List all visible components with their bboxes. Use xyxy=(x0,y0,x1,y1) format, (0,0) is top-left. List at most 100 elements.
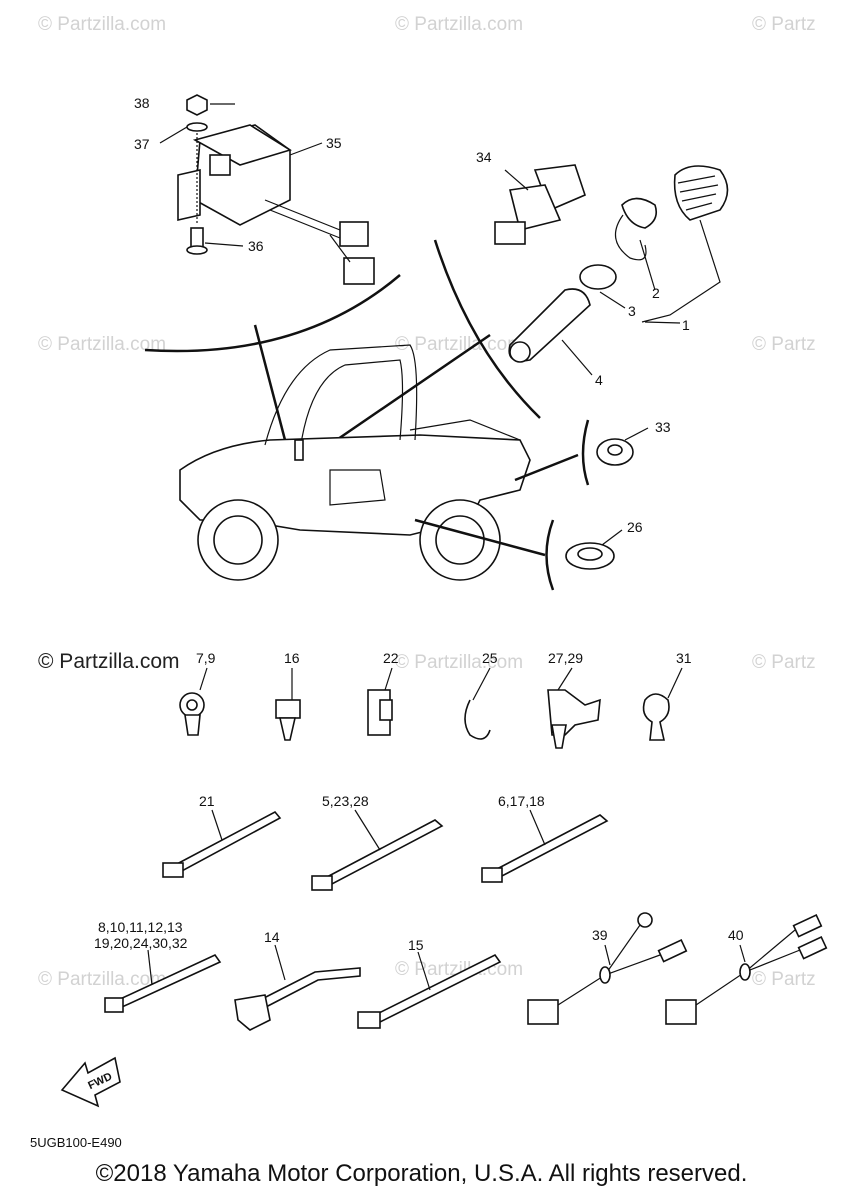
roll-cage xyxy=(264,344,418,446)
tie-part-21 xyxy=(173,810,282,874)
callout-33: 33 xyxy=(655,419,671,435)
harness-wire xyxy=(604,924,641,976)
watermark: © Partzilla.com xyxy=(38,969,166,990)
copyright-notice: ©2018 Yamaha Motor Corporation, U.S.A. A… xyxy=(95,1160,748,1187)
relay-wire xyxy=(329,234,351,263)
relay-assembly xyxy=(159,94,375,285)
relay-wire xyxy=(264,199,341,231)
callout-34: 34 xyxy=(476,149,492,165)
socket-threads xyxy=(677,175,719,211)
tie-head xyxy=(357,1011,381,1029)
callout-35: 35 xyxy=(326,135,342,151)
nut-part-38 xyxy=(186,94,208,116)
tie-part-5-23-28 xyxy=(323,819,444,887)
callout-22: 22 xyxy=(383,650,399,666)
front-hub xyxy=(213,515,263,565)
seat xyxy=(329,469,386,506)
leader-line xyxy=(529,809,546,846)
leader-line xyxy=(557,667,573,691)
pointer-line xyxy=(514,453,579,482)
clip-hole xyxy=(186,699,198,711)
leader-line xyxy=(211,809,223,841)
leader-line xyxy=(274,944,286,981)
callout-19-32: 19,20,24,30,32 xyxy=(94,935,188,951)
callout-38: 38 xyxy=(134,95,150,111)
diagram-code: 5UGB100-E490 xyxy=(30,1135,122,1150)
callout-bracket xyxy=(545,519,555,591)
tie-part-14 xyxy=(258,967,361,1010)
harness-band xyxy=(599,966,611,984)
roll-cage-inner xyxy=(299,359,404,451)
watermark: © Partzilla.com xyxy=(395,652,523,673)
tie-head xyxy=(481,867,503,883)
callout-40: 40 xyxy=(728,927,744,943)
leader-line xyxy=(639,239,656,291)
callout-39: 39 xyxy=(592,927,608,943)
leader-line xyxy=(417,951,431,991)
forward-arrow: FWD xyxy=(60,1056,121,1108)
terminal-sleeve xyxy=(657,939,688,963)
cap-part-2 xyxy=(621,197,658,229)
leader-line xyxy=(644,321,681,324)
sensor-connector xyxy=(494,221,526,245)
watermark: © Partzilla.com xyxy=(395,334,523,355)
harness-wire xyxy=(744,929,796,973)
callout-7-9: 7,9 xyxy=(196,650,216,666)
relay-connector xyxy=(339,221,369,247)
callout-21: 21 xyxy=(199,793,215,809)
clips-row xyxy=(179,667,683,749)
clip-tab xyxy=(379,699,393,721)
watermark: © Partzilla.com xyxy=(395,14,523,35)
tie-head xyxy=(311,875,333,891)
callout-36: 36 xyxy=(248,238,264,254)
relay-wire xyxy=(269,209,346,241)
ring-terminal xyxy=(637,912,653,928)
tie-head xyxy=(162,862,184,878)
watermark: © Partz xyxy=(752,969,816,990)
harness-connector xyxy=(665,999,697,1025)
bolt-part-36 xyxy=(190,227,204,249)
leader-line xyxy=(739,944,746,963)
callout-16: 16 xyxy=(284,650,300,666)
clip-stem xyxy=(184,714,201,736)
callout-bracket xyxy=(144,274,401,353)
callout-14: 14 xyxy=(264,929,280,945)
callout-bracket xyxy=(581,419,590,486)
watermark: © Partz xyxy=(752,334,816,355)
tie-clip xyxy=(234,994,271,1031)
pointer-line xyxy=(253,324,287,441)
cargo-bed xyxy=(409,419,521,441)
rear-hub xyxy=(435,515,485,565)
utv-vehicle xyxy=(179,344,531,581)
callout-4: 4 xyxy=(595,372,603,388)
leader-line xyxy=(159,126,188,144)
watermark: © Partz xyxy=(752,14,816,35)
socket-body xyxy=(673,165,729,221)
callout-15: 15 xyxy=(408,937,424,953)
sleeve-end xyxy=(509,341,531,363)
leader-line xyxy=(147,949,153,986)
watermark: © Partzilla.com xyxy=(38,14,166,35)
watermarks: © Partzilla.com © Partzilla.com © Partz … xyxy=(38,14,816,990)
callout-37: 37 xyxy=(134,136,150,152)
relay-bracket xyxy=(177,168,201,222)
tie-head xyxy=(104,997,124,1013)
grommet-hole xyxy=(607,444,623,456)
callout-26: 26 xyxy=(627,519,643,535)
clip-part-31 xyxy=(642,693,670,741)
harness-39 xyxy=(527,912,688,1025)
bolt-head xyxy=(186,245,208,255)
tie-part-6-17-18 xyxy=(493,814,609,879)
callout-27-29: 27,29 xyxy=(548,650,583,666)
leader-line xyxy=(667,667,683,699)
callout-31: 31 xyxy=(676,650,692,666)
watermark: © Partz xyxy=(752,652,816,673)
callout-6-17-18: 6,17,18 xyxy=(498,793,545,809)
sensor-assembly xyxy=(494,164,586,245)
sensor-hex xyxy=(509,184,562,231)
leader-line xyxy=(624,427,649,441)
callout-25: 25 xyxy=(482,650,498,666)
socket-assembly xyxy=(508,165,729,376)
leader-line xyxy=(384,667,393,691)
leader-line xyxy=(204,242,244,247)
